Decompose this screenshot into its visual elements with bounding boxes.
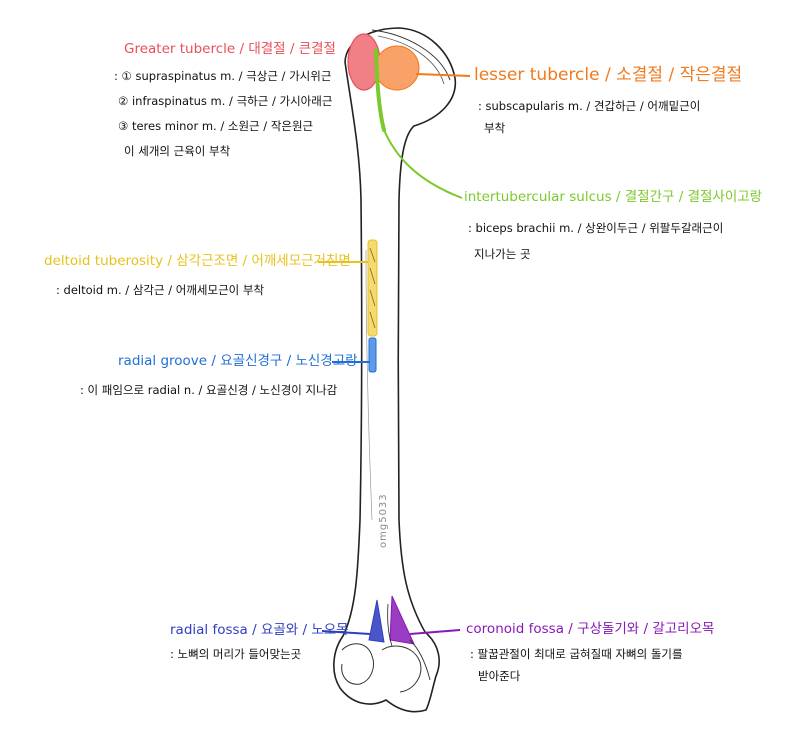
lesser-tubercle-mark [374, 45, 420, 91]
greater-note-4: 이 세개의 근육이 부착 [124, 144, 231, 158]
greater-note-3: ③ teres minor m. / 소원근 / 작은원근 [118, 119, 314, 133]
intertubercular-note-1: : biceps brachii m. / 상완이두근 / 위팔두갈래근이 [468, 221, 724, 235]
radial-groove-mark [368, 337, 377, 373]
intertubercular-sulcus-mark [374, 48, 386, 132]
leader-sulcus [383, 129, 463, 199]
radial-fossa-mark [368, 599, 385, 643]
shaft-contour-left [365, 249, 373, 521]
fossa-ridge [387, 603, 393, 647]
radial-fossa-title: radial fossa / 요골와 / 노오목 [170, 622, 349, 638]
greater-tubercle-title: Greater tubercle / 대결절 / 큰결절 [124, 41, 336, 57]
humerus-head-curve-inner [377, 35, 445, 85]
leader-coronoid [409, 629, 461, 635]
coronoid-note-2: 받아준다 [478, 669, 521, 683]
leader-lesser [415, 73, 471, 77]
distal-condyles [341, 643, 422, 693]
medial-epicondyle-edge [409, 639, 431, 681]
humerus-head-curve [371, 29, 451, 81]
lesser-note-2: 부착 [484, 121, 506, 135]
humerus-outline [333, 27, 457, 713]
deltoid-note-1: : deltoid m. / 삼각근 / 어깨세모근이 부착 [56, 283, 265, 297]
intertubercular-title: intertubercular sulcus / 결절간구 / 결절사이고랑 [464, 189, 763, 205]
leader-radial-fossa [321, 630, 371, 635]
lesser-tubercle-title: lesser tubercle / 소결절 / 작은결절 [474, 65, 743, 85]
radial-groove-note-1: : 이 패임으로 radial n. / 요골신경 / 노신경이 지나감 [80, 383, 338, 397]
coronoid-fossa-mark [389, 595, 415, 645]
greater-note-2: ② infraspinatus m. / 극하근 / 가시아래근 [118, 94, 333, 108]
intertubercular-note-2: 지나가는 곳 [474, 247, 531, 261]
watermark-signature: omg5033 [378, 493, 389, 548]
deltoid-hatching [369, 247, 376, 329]
coronoid-title: coronoid fossa / 구상돌기와 / 갈고리오목 [466, 621, 715, 637]
greater-note-1: : ① supraspinatus m. / 극상근 / 가시위근 [114, 69, 332, 83]
lesser-note-1: : subscapularis m. / 견갑하근 / 어깨밑근이 [478, 99, 701, 113]
radial-groove-title: radial groove / 요골신경구 / 노신경고랑 [118, 353, 358, 369]
radial-fossa-note-1: : 노뼈의 머리가 들어맞는곳 [170, 647, 302, 661]
coronoid-note-1: : 팔꿉관절이 최대로 굽혀질때 자뼈의 돌기를 [470, 647, 683, 661]
deltoid-title: deltoid tuberosity / 삼각근조면 / 어깨세모근거친면 [44, 253, 351, 269]
